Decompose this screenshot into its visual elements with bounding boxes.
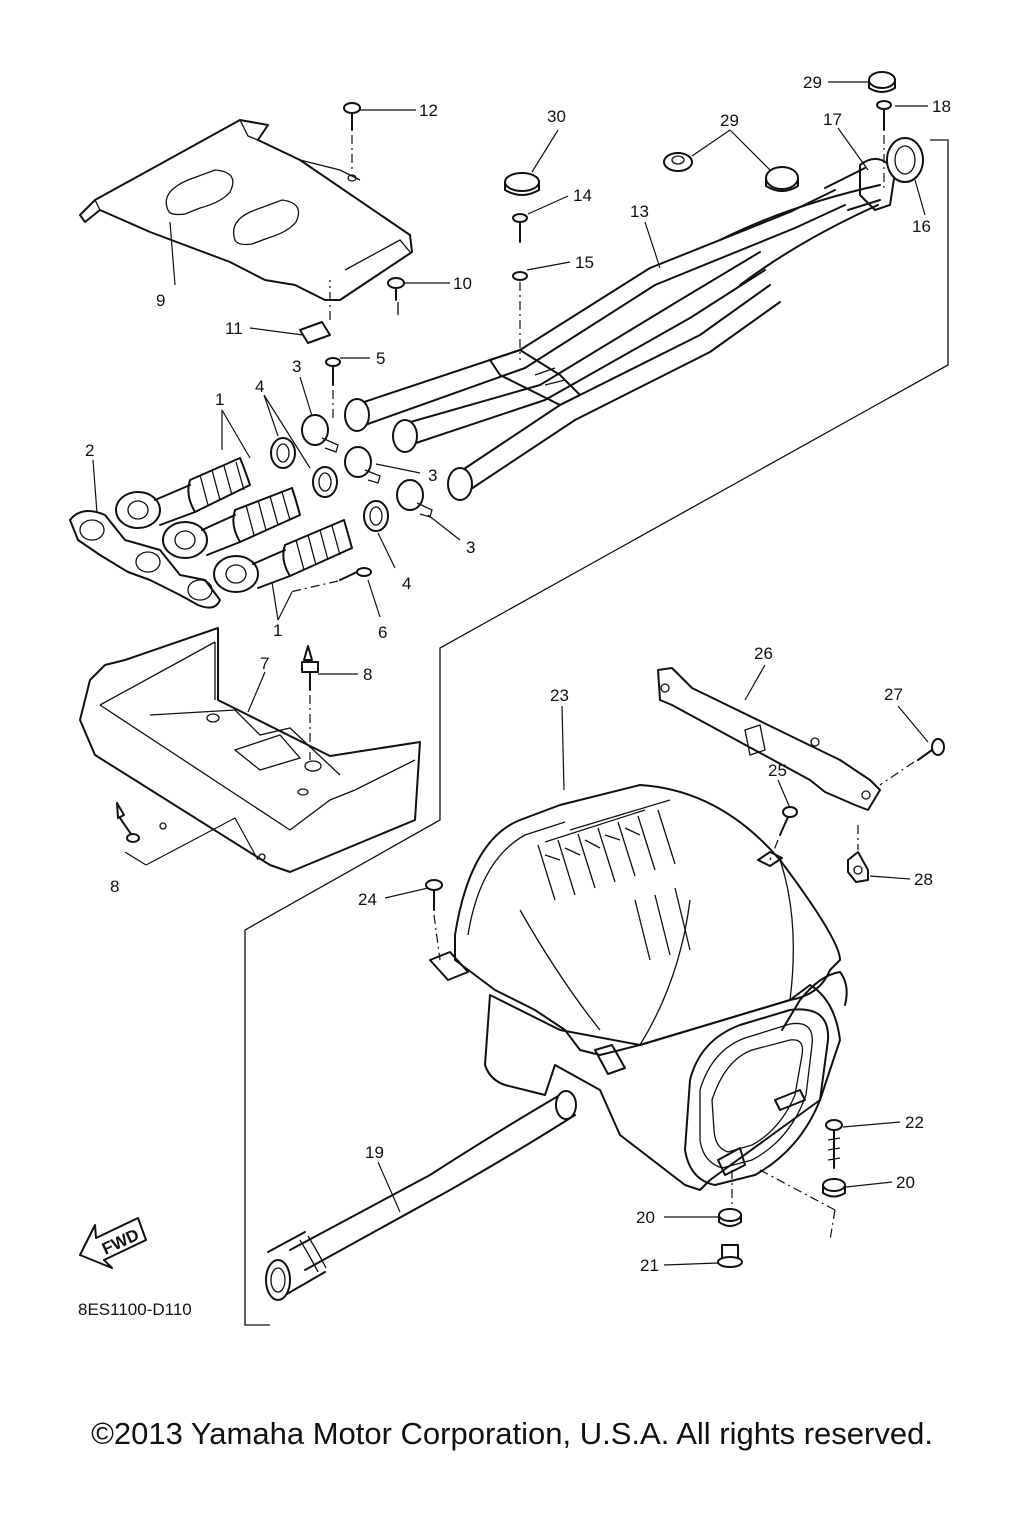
callout-13: 13 [630, 202, 649, 221]
callout-18: 18 [932, 97, 951, 116]
bolt-10 [387, 277, 405, 301]
section-boundary-lines [244, 139, 949, 1326]
bolt-6 [289, 567, 372, 593]
callout-3b: 3 [428, 466, 437, 485]
callout-22: 22 [905, 1113, 924, 1132]
callout-20a: 20 [896, 1173, 915, 1192]
callout-3a: 3 [292, 357, 301, 376]
pipe-sleeves [270, 437, 389, 532]
callout-19: 19 [365, 1143, 384, 1162]
muffler-body [484, 971, 848, 1241]
cap-29-right [765, 166, 799, 192]
grommet-29-left [663, 152, 693, 172]
callout-3c: 3 [466, 538, 475, 557]
collar-20-right [822, 1178, 846, 1198]
callout-29b: 29 [720, 111, 739, 130]
fwd-label: FWD [99, 1225, 142, 1259]
pipe-clamps [301, 414, 433, 518]
forward-arrow-icon: FWD [79, 1217, 147, 1269]
exhaust-gaskets [69, 510, 221, 609]
cap-29-top [868, 71, 896, 93]
cap-30 [504, 172, 540, 196]
callout-29a: 29 [803, 73, 822, 92]
bolt-18 [876, 100, 892, 190]
nut-28 [847, 825, 869, 883]
rivet-8-lower [116, 802, 140, 843]
callout-17: 17 [823, 110, 842, 129]
nut-11 [299, 280, 331, 344]
callout-5: 5 [376, 349, 385, 368]
callout-1a: 1 [215, 390, 224, 409]
bolt-14 [512, 213, 528, 360]
callout-4a: 4 [255, 377, 264, 396]
callout-20b: 20 [636, 1208, 655, 1227]
tail-pipe [265, 1090, 577, 1301]
callout-26: 26 [754, 644, 773, 663]
flange-pipe-middle [162, 487, 301, 559]
damper-16 [886, 137, 924, 183]
bolt-27 [879, 738, 945, 786]
exhaust-flange-pipes [115, 457, 353, 593]
leader-lines [92, 81, 929, 1266]
callout-15: 15 [575, 253, 594, 272]
callout-16: 16 [912, 217, 931, 236]
callout-21: 21 [640, 1256, 659, 1275]
callout-14: 14 [573, 186, 592, 205]
rivet-8-upper [301, 645, 319, 760]
lower-heat-protector [79, 627, 421, 873]
callout-25: 25 [768, 761, 787, 780]
muffler-heat-protector [429, 784, 841, 1075]
callout-2: 2 [85, 441, 94, 460]
callout-27: 27 [884, 685, 903, 704]
callout-9: 9 [156, 291, 165, 310]
callout-labels: 1 1 2 3 3 3 4 4 5 6 7 8 8 9 10 11 12 13 … [85, 73, 951, 1275]
callout-4b: 4 [402, 574, 411, 593]
callout-23: 23 [550, 686, 569, 705]
callout-10: 10 [453, 274, 472, 293]
flange-pipe-lower [213, 519, 353, 593]
callout-28: 28 [914, 870, 933, 889]
washer-15 [512, 271, 528, 281]
screw-5 [325, 357, 341, 420]
caps-and-dampers [504, 71, 924, 211]
callout-11: 11 [225, 319, 243, 338]
drawing-code: 8ES1100-D110 [78, 1300, 192, 1319]
bolt-12 [343, 102, 361, 182]
callout-7: 7 [260, 654, 269, 673]
flange-pipe-upper [115, 457, 251, 529]
copyright-notice: ©2013 Yamaha Motor Corporation, U.S.A. A… [91, 1416, 933, 1451]
bolt-21 [717, 1244, 743, 1268]
callout-1b: 1 [273, 621, 282, 640]
bolt-22 [825, 1119, 843, 1169]
collar-20-left [718, 1208, 742, 1227]
upper-fasteners [289, 102, 528, 593]
callout-12: 12 [419, 101, 438, 120]
callout-8b: 8 [110, 877, 119, 896]
lower-fasteners [425, 738, 945, 1268]
bolt-24 [425, 879, 443, 961]
exhaust-pipe-assembly [344, 167, 881, 501]
bolt-25 [769, 806, 798, 861]
callout-30: 30 [547, 107, 566, 126]
rivets [116, 645, 319, 843]
muffler-stay [657, 667, 881, 811]
callout-24: 24 [358, 890, 377, 909]
callout-8a: 8 [363, 665, 372, 684]
callout-6: 6 [378, 623, 387, 642]
upper-heat-protector [79, 119, 413, 301]
